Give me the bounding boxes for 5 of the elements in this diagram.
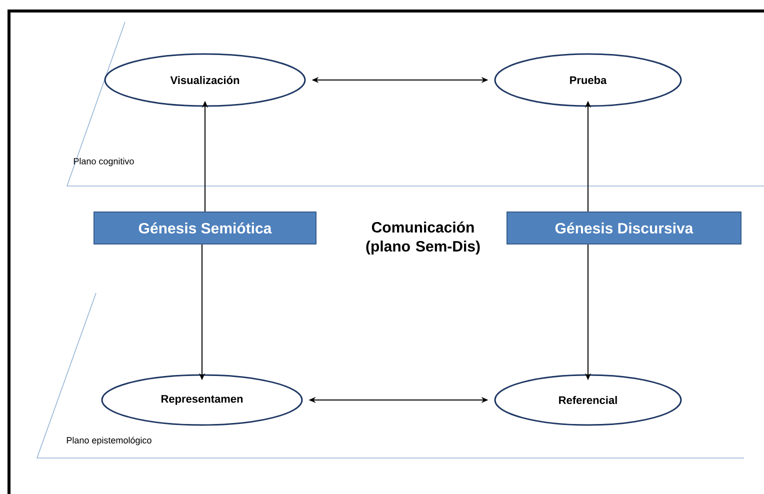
plane-label: Plano cognitivo [74, 158, 134, 166]
center-label: Comunicación (plano Sem-Dis) [366, 221, 480, 255]
plane-label: Plano epistemológico [66, 436, 152, 446]
genesis-box: Génesis Discursiva [506, 212, 742, 244]
genesis-box: Génesis Semiótica [94, 212, 316, 244]
